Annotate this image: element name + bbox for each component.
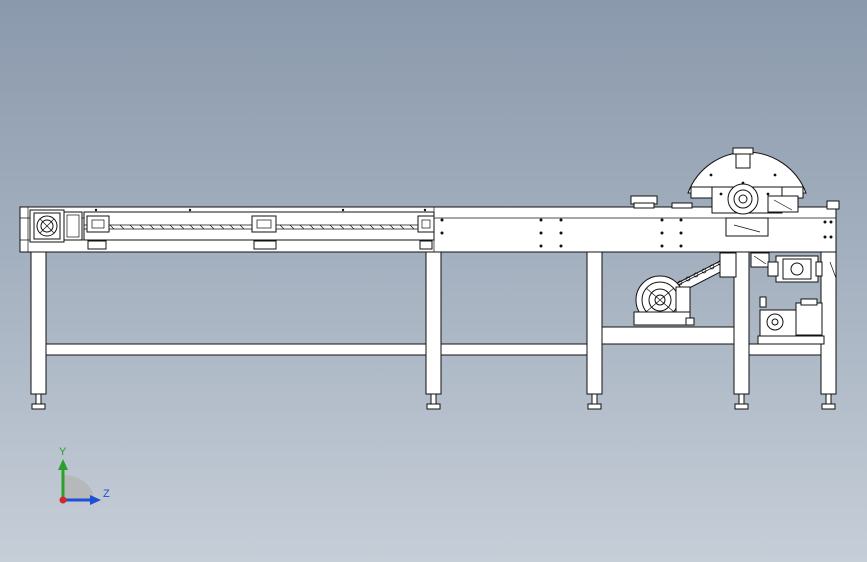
motor-round bbox=[633, 275, 695, 326]
motor-upper bbox=[767, 255, 837, 283]
top-fittings bbox=[630, 195, 840, 210]
left-drive-unit bbox=[29, 209, 83, 243]
cross-member-2 bbox=[440, 343, 588, 356]
triad-plane bbox=[63, 475, 94, 500]
triad-origin bbox=[59, 496, 67, 504]
leg-1 bbox=[30, 251, 47, 395]
y-axis-label: Y bbox=[59, 446, 67, 458]
conveyor-frame bbox=[19, 206, 837, 253]
coordinate-triad: Y Z bbox=[58, 446, 110, 505]
motor-platform bbox=[601, 326, 735, 345]
belt-brackets bbox=[86, 215, 435, 250]
rotary-indexer bbox=[687, 147, 807, 237]
cross-member-1 bbox=[45, 343, 427, 356]
cross-member-3 bbox=[748, 343, 822, 356]
y-axis-arrow bbox=[58, 459, 68, 470]
leg-2 bbox=[425, 251, 442, 395]
z-axis-label: Z bbox=[103, 488, 110, 500]
cross-members bbox=[45, 326, 822, 356]
motor-lower bbox=[757, 296, 825, 345]
leg-3 bbox=[586, 251, 603, 395]
leg-5 bbox=[820, 251, 837, 395]
rail-bolts bbox=[94, 208, 833, 248]
leveling-feet bbox=[31, 393, 836, 410]
z-axis-arrow bbox=[90, 495, 101, 505]
